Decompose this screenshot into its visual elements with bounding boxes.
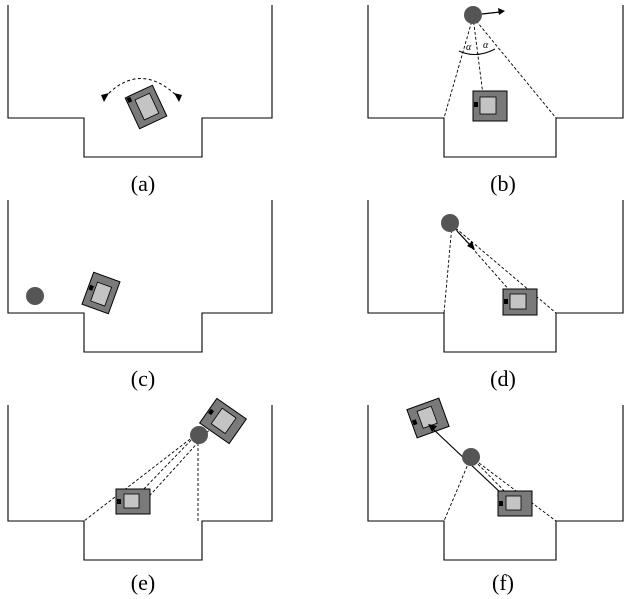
robot (497, 490, 533, 517)
ball (441, 214, 459, 232)
room-wall (367, 200, 624, 353)
ball-velocity-arrow (456, 230, 472, 247)
robot (472, 90, 508, 122)
room-wall (7, 200, 273, 353)
diagram-f (367, 397, 624, 561)
sight-line-left (83, 432, 199, 522)
caption-f: (f) (492, 570, 514, 595)
alpha-label-right: α (483, 40, 489, 51)
diagram-c (7, 200, 273, 353)
ball-arrowhead (498, 8, 505, 15)
sight-line-left (443, 16, 474, 119)
sight-line-right (470, 456, 557, 522)
panel-b: α α (b) (367, 5, 629, 205)
caption-c: (c) (130, 366, 156, 391)
arrowhead-up (428, 424, 437, 432)
ball-arrowhead (467, 241, 475, 250)
panel-a: (a) (7, 5, 298, 205)
panel-c: (c) (7, 200, 298, 400)
alpha-label-left: α (466, 42, 472, 53)
room-wall (367, 405, 624, 561)
angle-arc (458, 48, 496, 55)
panel-d: (d) (367, 200, 629, 400)
room-wall (367, 5, 624, 158)
ball (462, 448, 480, 466)
sight-line-right (451, 224, 557, 314)
robot (124, 84, 168, 130)
panel-e: (e) (7, 395, 298, 595)
room-wall (7, 405, 273, 561)
ball (26, 287, 44, 305)
sight-line-center (470, 456, 517, 504)
caption-a: (a) (130, 171, 156, 196)
sight-line-left (443, 224, 453, 314)
sight-line-left (443, 456, 472, 522)
room-wall (7, 5, 273, 158)
sight-line-center (472, 16, 487, 119)
ball (190, 426, 208, 444)
goalie-robot (198, 397, 248, 445)
rotation-arc (104, 78, 179, 98)
sight-line-center-1 (137, 432, 199, 496)
diagram-b: α α (367, 5, 624, 158)
diagram-e (7, 397, 273, 561)
caption-e: (e) (130, 570, 156, 595)
robot (81, 271, 121, 315)
diagram-d (367, 200, 624, 353)
rotation-arrowhead-left (101, 93, 109, 102)
rotation-arrowhead-right (174, 93, 182, 102)
caption-d: (d) (490, 366, 516, 391)
panel-f: (f) (367, 395, 629, 595)
ball (464, 6, 482, 24)
sight-line-right (472, 16, 557, 119)
goalie-robot (406, 397, 450, 439)
ball-velocity-arrow (481, 11, 501, 15)
robot (502, 288, 538, 316)
diagram-a (7, 5, 273, 158)
robot (115, 488, 151, 515)
caption-b: (b) (490, 171, 516, 196)
